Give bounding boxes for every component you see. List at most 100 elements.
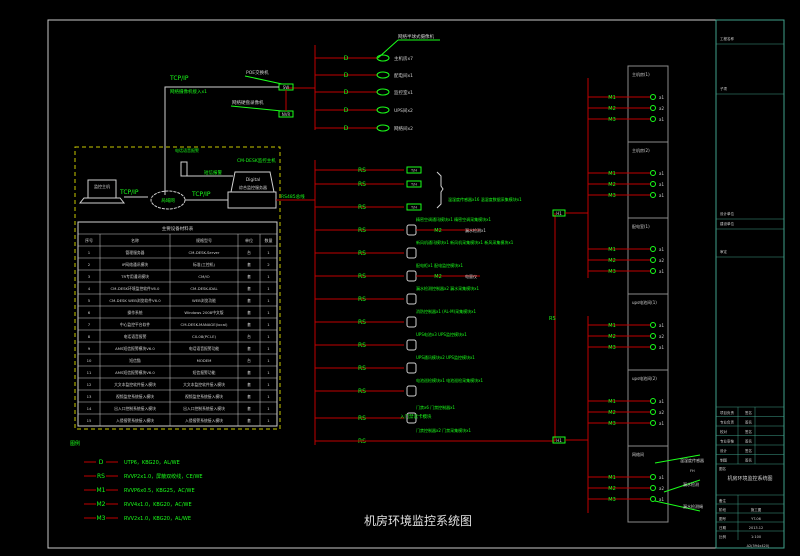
callout-label: FH [690,469,695,473]
m-code: M2 [608,486,616,492]
sensor-label: a2 [659,410,664,415]
title-block-label: 建设单位 [720,221,734,226]
sensor-icon [650,170,656,176]
table-cell: 1 [267,286,270,291]
room-label: ups电池间(2) [632,375,657,381]
sensor-icon [650,333,656,339]
m-code: M3 [608,497,616,503]
callout-label: 漏水检测 [683,481,699,487]
th-label: T/H [410,206,417,210]
table-cell: 套 [247,286,251,291]
sensor-icon [650,409,656,415]
laptop-base-icon [78,197,126,204]
device-note: 门禁x6 门禁控制器x1 [416,404,456,410]
module-icon [406,339,417,351]
table-cell: 5 [88,298,91,303]
rs-code: RS [358,273,366,280]
d-code-label: D [344,107,349,114]
sensor-label: a1 [659,345,664,350]
table-cell: 标准(工控机) [193,262,215,267]
table-cell: 出入口控制系统接入模块 [183,406,225,411]
legend-desc: RVV4x1.0，KBG20，AC/WE [124,502,192,508]
link-label: 网络摄像机接入x1 [170,88,207,95]
m-code: M3 [608,345,616,351]
role-sign: 签名 [745,439,752,444]
table-cell: 套 [247,298,251,303]
rs-vertical-code: RS [549,316,556,322]
drawing-name: 机房环境监控系统图 [727,475,772,482]
table-cell: CX-08(PCI-E) [192,334,217,339]
sensor-icon [650,268,656,274]
title-block-label: 设计单位 [720,211,734,216]
table-cell: 套 [247,370,251,375]
rs-code: RS [358,415,366,422]
th-sensor-box [406,166,422,174]
rs-code: RS [358,227,366,234]
info-value: YT-06 [751,517,761,521]
device-note: UPS电池x3 UPS监控模块x1 [416,331,467,337]
sensor-label: a1 [659,497,664,502]
legend-code: RS [97,473,105,480]
sensor-label: a1 [659,182,664,187]
device-note: 门禁控制器x2 门禁采集模块x1 [416,427,472,433]
tcpip-label: TCP/IP [169,75,189,82]
tcpip-label: TCP/IP [191,191,211,198]
table-cell: 1 [267,346,270,351]
info-value: 施工图 [751,507,762,512]
table-cell: 套 [247,274,251,279]
nvr-callout: 网络硬盘录像机 [232,99,264,106]
title-block-label: 工程名称 [720,36,734,41]
device-note: 配电柜x1 配电监控模块x1 [416,262,464,268]
table-cell: CM-DESK-MANAGE(local) [181,322,228,327]
sensor-label: a1 [659,399,664,404]
sensor-label: a2 [659,106,664,111]
callout-label: 温湿度传感器 [680,457,704,463]
table-cell: 1 [267,358,270,363]
table-cell: CM-DESK环境监控软件V6.0 [111,286,161,291]
host-sub: Digital [246,177,261,183]
table-cell: 1 [267,382,270,387]
table-cell: 套 [247,322,251,327]
table-cell: 15 [87,418,92,423]
sensor-label: a1 [659,247,664,252]
sensor-icon [650,192,656,198]
h1-label: H1 [556,438,562,443]
dome-camera-icon [376,106,390,114]
table-header: 序号 [85,237,93,243]
table-cell: 台 [247,358,251,363]
callout [663,479,701,493]
poe-label: POE交换机 [246,69,269,76]
sensor-icon [650,474,656,480]
pc-label: 监控主机 [94,183,110,189]
callout [654,500,701,512]
table-title: 主要设备材料表 [162,225,194,232]
table-cell: AMS短信报警模块V6.0 [115,370,155,375]
room-label: 网络间 [632,451,644,457]
role-label: 专业负责 [720,420,734,425]
table-cell: 电话语音报警功能 [189,346,220,351]
table-cell: 入侵报警系统接入模块 [116,418,154,423]
device-note: 精密空调通讯模块x1 精密空调采集模块x1 [416,216,492,222]
sensor-label: a1 [659,95,664,100]
title-block-frame [715,19,785,549]
dome-camera-icon [376,124,390,132]
table-cell: 4 [88,286,91,291]
device-note: 温湿度传感器x16 温湿度数据采集模块x1 [448,196,522,202]
table-cell: 2 [88,262,91,267]
cloud-label: 局域网 [161,197,175,204]
room-label: 主机房(1) [632,71,650,77]
table-cell: 3 [88,274,91,279]
m-code: M3 [608,421,616,427]
d-code-label: D [344,125,349,132]
legend-code: M2 [97,501,106,508]
module-icon [406,316,417,328]
rs-code: RS [358,167,366,174]
door-label: 入门禁读卡模块 [400,413,432,420]
callout [377,39,399,59]
device-note: 消防控制器x1 (AL-M)采集模块x1 [416,308,476,314]
table-cell: CM-DESK-IDAL [190,286,218,291]
table-cell: 7 [88,322,91,327]
device-note: 电池巡检模块x1 电池巡检采集模块x1 [416,377,484,383]
role-sign: 签名 [745,429,752,434]
sensor-label: a2 [659,486,664,491]
